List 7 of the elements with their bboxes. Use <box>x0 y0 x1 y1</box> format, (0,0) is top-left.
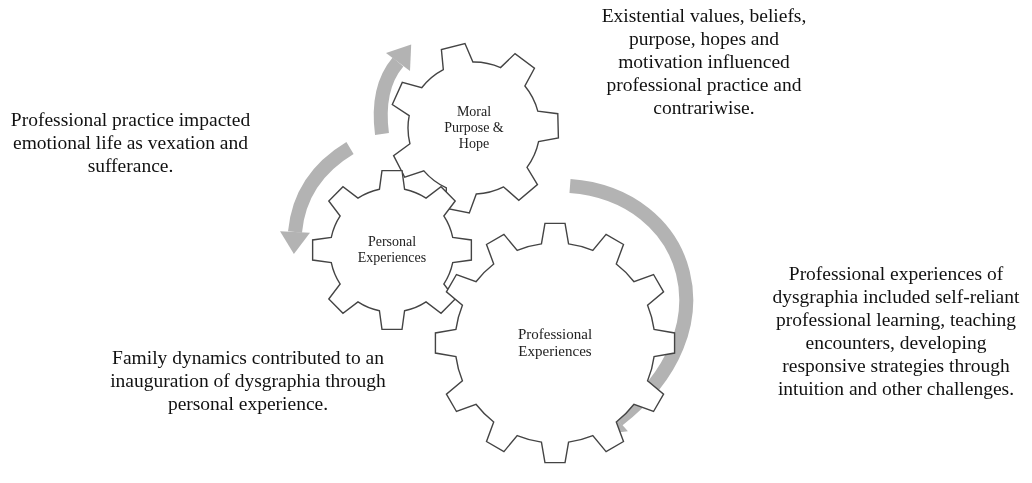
note-text: Existential values, beliefs, purpose, hopes and motivation influenced professional practice and contrariwise. <box>600 4 808 119</box>
gear-label: Personal Experiences <box>356 233 428 267</box>
gear-label: Professional Experiences <box>516 325 594 361</box>
note-text: Professional experiences of dysgraphia included self-reliant professional learning, teaching encounters, developing responsive strategies through intuition and other challenges. <box>771 262 1021 400</box>
gear-label: Moral Purpose & Hope <box>443 103 505 153</box>
note-text: Professional practice impacted emotional life as vexation and sufferance. <box>9 108 252 177</box>
note-text: Family dynamics contributed to an inauguration of dysgraphia through personal experience. <box>109 346 387 415</box>
